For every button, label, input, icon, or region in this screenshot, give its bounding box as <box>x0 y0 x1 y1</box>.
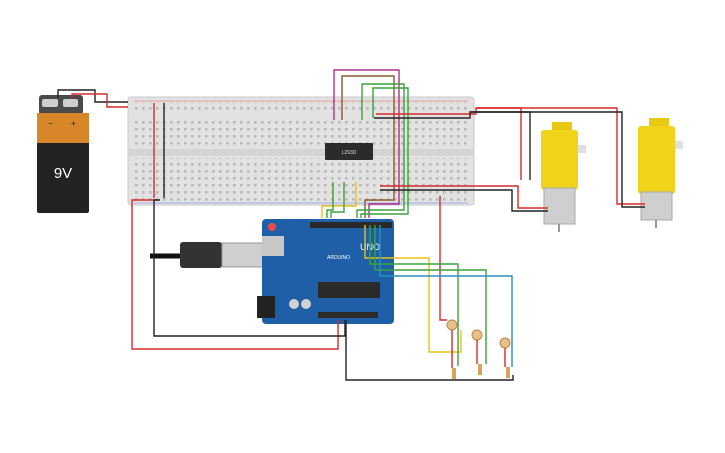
battery-minus-label: − <box>48 119 53 128</box>
wires <box>57 69 645 381</box>
ldr-1[interactable] <box>446 319 458 331</box>
usb-cable <box>150 242 267 268</box>
battery-plus-label: + <box>71 119 76 128</box>
battery-label: 9V <box>54 165 72 182</box>
arduino-uno[interactable]: ARDUINO UNO <box>257 219 394 324</box>
battery-9v[interactable]: − + 9V <box>37 95 89 213</box>
resistor-1[interactable] <box>452 368 456 379</box>
ldr-2[interactable] <box>471 329 483 341</box>
arduino-brand: ARDUINO <box>327 255 350 261</box>
dc-motor-left[interactable] <box>541 122 586 232</box>
l293d-chip[interactable]: L293D <box>325 143 373 160</box>
dc-motor-right[interactable] <box>638 118 683 228</box>
resistor-3[interactable] <box>506 367 510 378</box>
resistor-2[interactable] <box>478 364 482 375</box>
ldr-3[interactable] <box>499 337 511 349</box>
ic-label: L293D <box>342 150 357 156</box>
breadboard[interactable] <box>127 96 475 206</box>
